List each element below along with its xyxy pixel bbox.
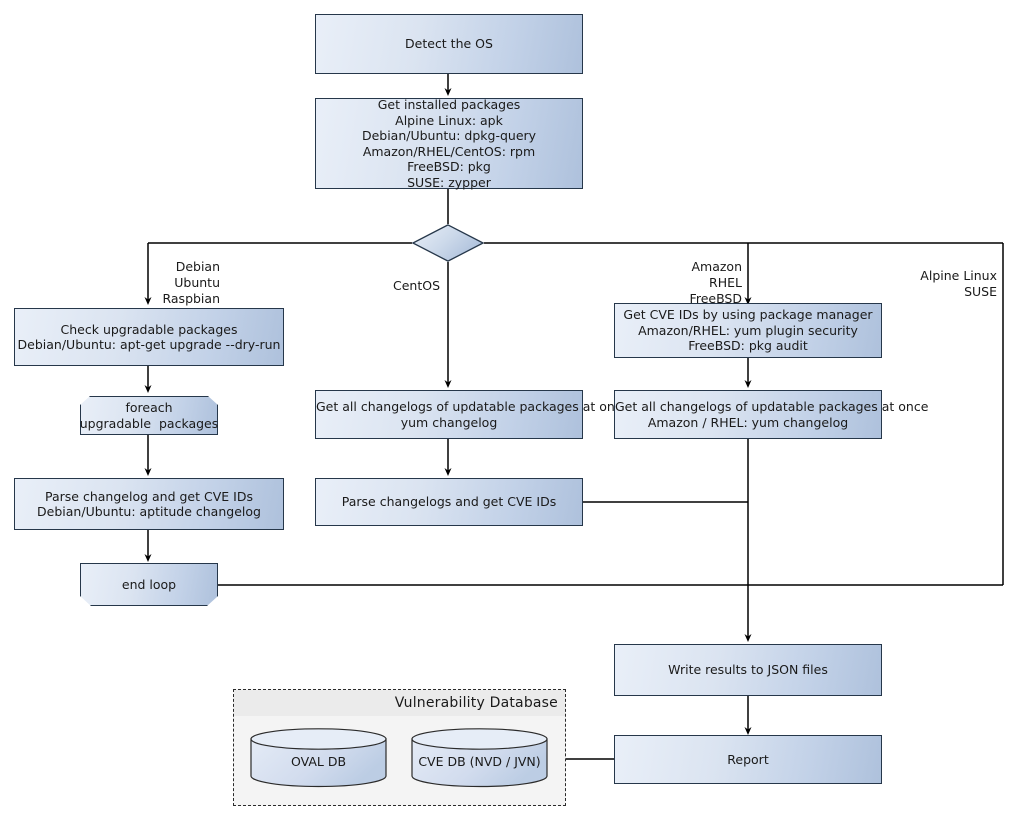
- node-oval-db-label: OVAL DB: [290, 754, 347, 769]
- node-changelogs-amazon-label: Get all changelogs of updatable packages…: [615, 399, 929, 430]
- node-oval-db[interactable]: OVAL DB: [250, 728, 387, 788]
- node-detect-os-label: Detect the OS: [405, 36, 493, 52]
- node-cve-db-label: CVE DB (NVD / JVN): [418, 754, 541, 769]
- diamond-icon: [411, 224, 485, 262]
- node-write-results-label: Write results to JSON files: [668, 662, 828, 678]
- database-cylinder-icon: [250, 728, 387, 788]
- database-cylinder-icon: [411, 728, 548, 788]
- node-end-loop[interactable]: end loop: [80, 563, 218, 606]
- node-cve-db[interactable]: CVE DB (NVD / JVN): [411, 728, 548, 788]
- node-changelogs-centos-label: Get all changelogs of updatable packages…: [316, 399, 630, 430]
- vulnerability-database-container: Vulnerability Database OVAL DB: [233, 689, 566, 806]
- branch-label-centos-text: CentOS: [392, 278, 440, 293]
- branch-label-centos: CentOS: [320, 262, 440, 310]
- vulnerability-database-title: Vulnerability Database: [234, 690, 565, 716]
- node-os-decision[interactable]: [411, 224, 485, 262]
- node-write-results[interactable]: Write results to JSON files: [614, 644, 882, 696]
- node-report[interactable]: Report: [614, 735, 882, 784]
- node-end-loop-label: end loop: [121, 576, 177, 592]
- node-parse-changelogs-centos[interactable]: Parse changelogs and get CVE IDs: [315, 478, 583, 526]
- node-detect-os[interactable]: Detect the OS: [315, 14, 583, 74]
- node-parse-changelogs-centos-label: Parse changelogs and get CVE IDs: [341, 494, 557, 510]
- node-changelogs-centos[interactable]: Get all changelogs of updatable packages…: [315, 390, 630, 439]
- node-report-label: Report: [727, 751, 769, 767]
- node-changelogs-amazon[interactable]: Get all changelogs of updatable packages…: [614, 390, 929, 439]
